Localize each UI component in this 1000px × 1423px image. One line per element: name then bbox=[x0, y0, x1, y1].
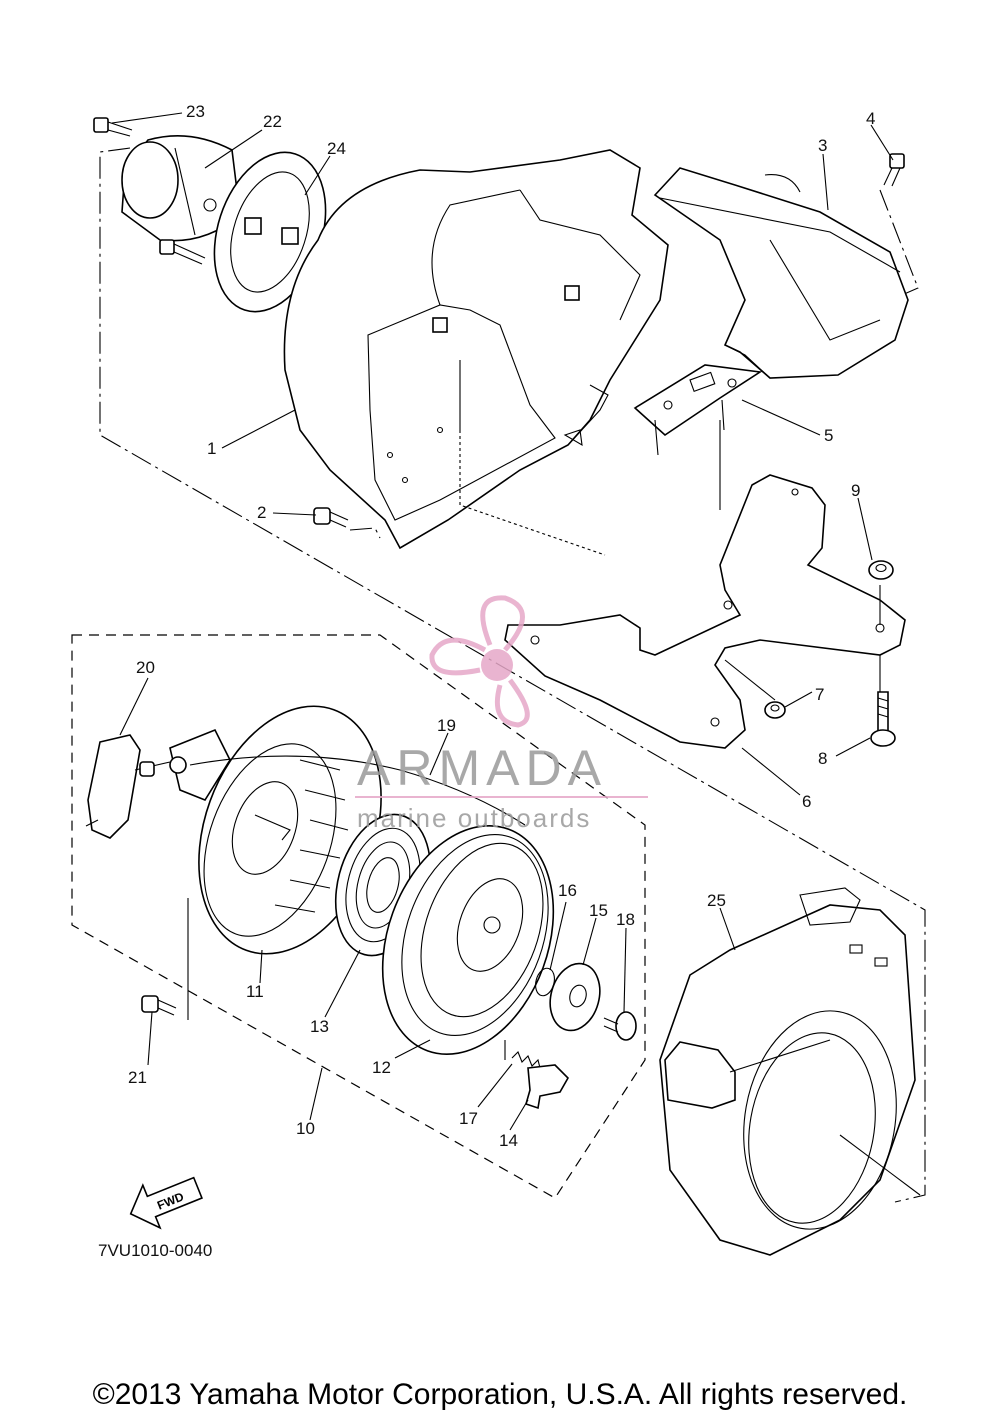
watermark-brand: ARMADA bbox=[357, 740, 607, 796]
callout-1: 1 bbox=[207, 439, 216, 458]
callout-20: 20 bbox=[136, 658, 155, 677]
callout-18: 18 bbox=[616, 910, 635, 929]
fwd-arrow-icon: FWD bbox=[129, 1176, 203, 1230]
part-18-screw bbox=[603, 1011, 637, 1041]
callout-2: 2 bbox=[257, 503, 266, 522]
callout-6: 6 bbox=[802, 792, 811, 811]
part-6-mount-bracket bbox=[504, 474, 906, 749]
callout-9: 9 bbox=[851, 481, 860, 500]
part-7-nut bbox=[764, 701, 786, 719]
leader-lines bbox=[111, 112, 921, 1196]
callout-4: 4 bbox=[866, 109, 875, 128]
callout-11: 11 bbox=[246, 982, 264, 1001]
part-9-nut bbox=[868, 560, 894, 580]
part-2-bolt bbox=[313, 507, 349, 528]
callout-5: 5 bbox=[824, 426, 833, 445]
part-8-bolt bbox=[870, 691, 896, 747]
part-4-screw bbox=[883, 153, 905, 187]
callout-16: 16 bbox=[558, 881, 577, 900]
part-17-spring bbox=[511, 1051, 541, 1069]
part-25-lower-cover bbox=[659, 887, 916, 1256]
callout-10: 10 bbox=[296, 1119, 315, 1138]
diagram-code: 7VU1010-0040 bbox=[98, 1241, 212, 1260]
callout-14: 14 bbox=[499, 1131, 518, 1150]
part-20-handle bbox=[85, 734, 171, 839]
callout-23: 23 bbox=[186, 102, 205, 121]
callout-19: 19 bbox=[437, 716, 456, 735]
part-1-housing bbox=[283, 149, 669, 550]
callout-21: 21 bbox=[128, 1068, 147, 1087]
part-21-bolt bbox=[141, 995, 177, 1016]
callout-22: 22 bbox=[263, 112, 282, 131]
assembly-line-left bbox=[99, 147, 926, 1203]
watermark-tagline: marine outboards bbox=[357, 803, 591, 833]
part-14-pawl bbox=[525, 1064, 569, 1110]
part-23-screw bbox=[93, 117, 133, 137]
copyright-notice: ©2013 Yamaha Motor Corporation, U.S.A. A… bbox=[92, 1378, 908, 1411]
callout-7: 7 bbox=[815, 685, 824, 704]
callout-25: 25 bbox=[707, 891, 726, 910]
callout-24: 24 bbox=[327, 139, 346, 158]
propeller-logo-icon bbox=[429, 595, 530, 728]
starter-assembly-outline bbox=[71, 634, 646, 1199]
callout-13: 13 bbox=[310, 1017, 329, 1036]
part-19-rope bbox=[189, 755, 526, 826]
callout-labels: 23 22 24 3 4 1 2 5 9 7 8 6 20 19 16 15 1… bbox=[128, 102, 875, 1150]
callout-17: 17 bbox=[459, 1109, 478, 1128]
assembly-line-mount bbox=[349, 527, 381, 539]
callout-15: 15 bbox=[589, 901, 608, 920]
callout-8: 8 bbox=[818, 749, 827, 768]
screw-plate bbox=[159, 239, 206, 265]
callout-3: 3 bbox=[818, 136, 827, 155]
part-15-washer bbox=[549, 962, 601, 1032]
part-12-reel bbox=[381, 824, 555, 1056]
part-3-duct bbox=[653, 167, 909, 379]
part-5-bracket-plate bbox=[633, 364, 763, 456]
armada-watermark: ARMADA marine outboards bbox=[355, 595, 648, 833]
part-24-plate bbox=[213, 151, 327, 313]
callout-12: 12 bbox=[372, 1058, 391, 1077]
